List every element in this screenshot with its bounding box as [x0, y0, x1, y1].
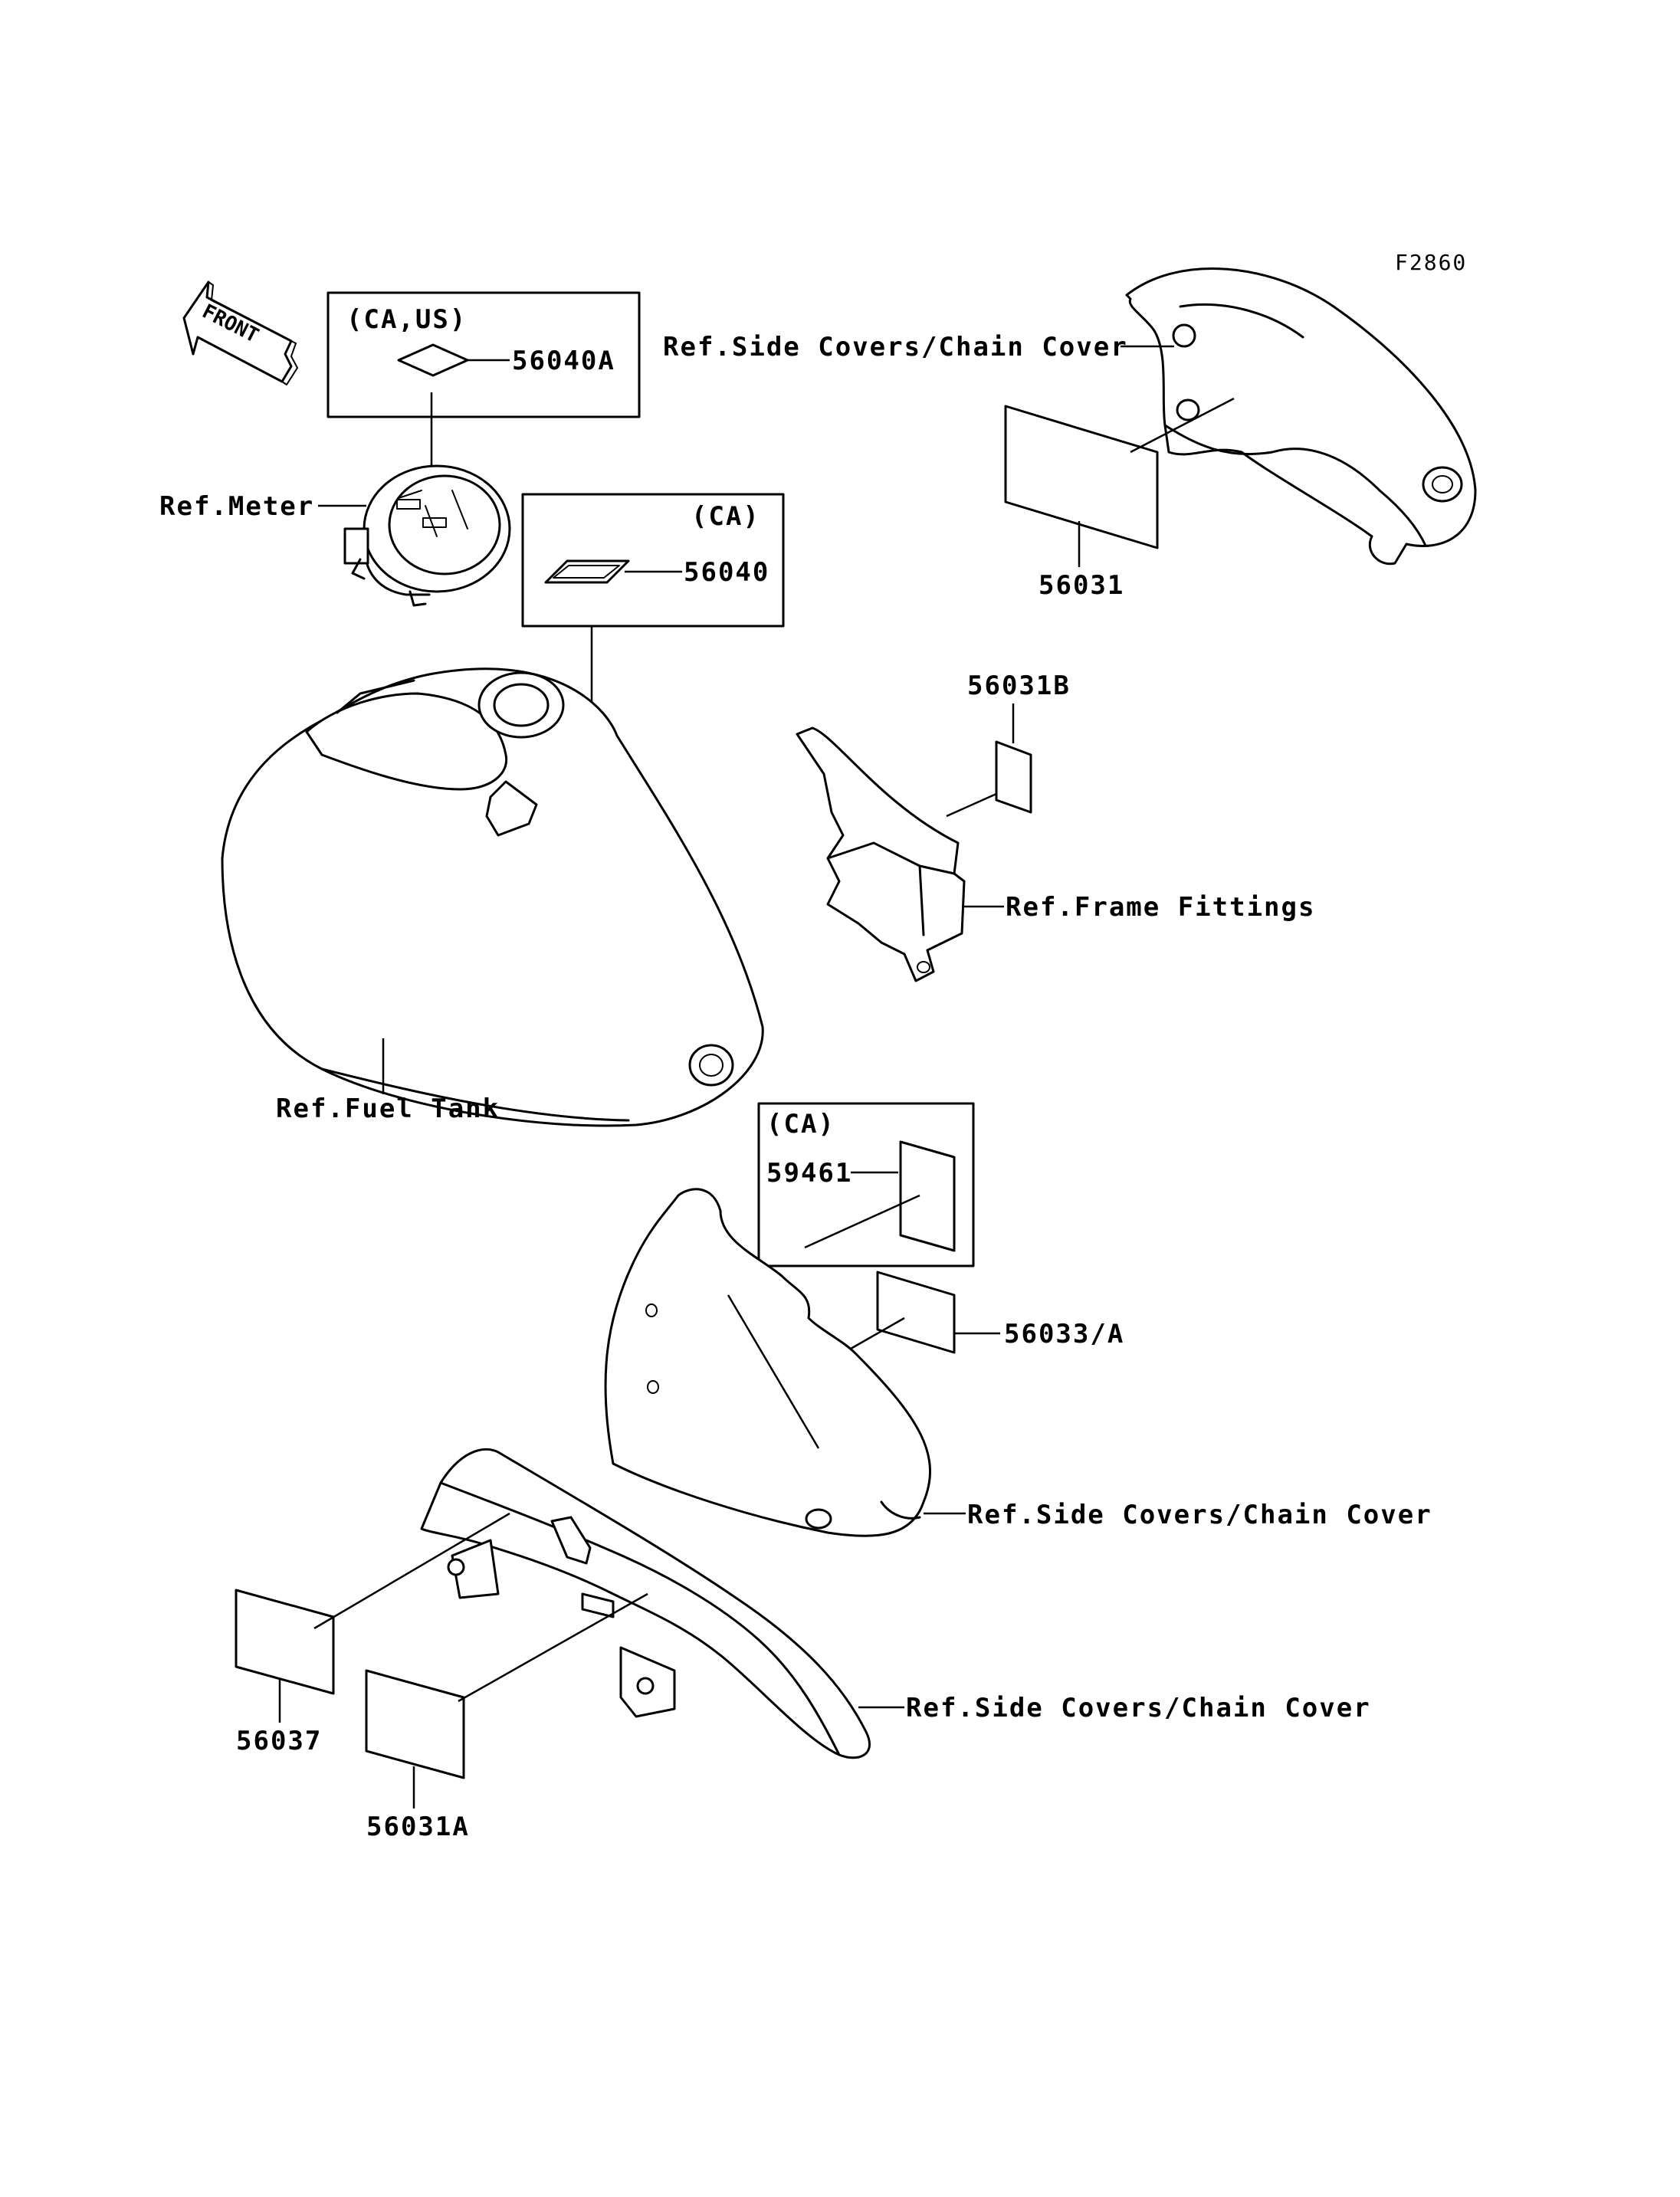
part-56031b: 56031B — [967, 671, 1071, 701]
ref-frame-fittings: Ref.Frame Fittings — [1006, 892, 1315, 923]
part-56031a: 56031A — [366, 1812, 470, 1842]
frame-fitting-illustration: 56031B Ref.Frame Fittings — [796, 671, 1315, 982]
label-box-ca-top: (CA) 56040 — [521, 493, 785, 762]
label-56033a-rect — [876, 1271, 956, 1354]
ref-side-covers-top: Ref.Side Covers/Chain Cover — [663, 332, 1128, 362]
part-56031: 56031 — [1039, 570, 1124, 601]
label-56031b-rect — [995, 740, 1032, 814]
part-59461: 59461 — [766, 1158, 852, 1189]
ref-side-covers-mid: Ref.Side Covers/Chain Cover — [967, 1500, 1432, 1530]
figure-id: F2860 — [1395, 250, 1467, 275]
label-56040-tag — [544, 559, 630, 584]
box-ca-us-title: (CA,US) — [346, 304, 467, 335]
label-box-ca-us: (CA,US) 56040A — [326, 291, 641, 475]
label-56037-rect — [235, 1589, 335, 1695]
ref-fuel-tank: Ref.Fuel Tank — [276, 1094, 500, 1124]
box-ca-top-title: (CA) — [691, 501, 760, 532]
part-56033a: 56033/A — [1004, 1319, 1124, 1349]
label-59461-rect — [899, 1140, 956, 1252]
label-box-ca-mid: (CA) 59461 — [757, 1102, 975, 1267]
side-cover-illustration: 56033/A Ref.Side Covers/Chain Cover — [604, 1188, 1432, 1537]
ref-meter: Ref.Meter — [159, 491, 314, 522]
part-56040a: 56040A — [512, 346, 615, 376]
ref-side-covers-bottom: Ref.Side Covers/Chain Cover — [906, 1693, 1371, 1723]
part-56040: 56040 — [684, 557, 769, 588]
front-direction-arrow-icon: FRONT — [182, 280, 298, 385]
box-ca-mid-title: (CA) — [766, 1109, 835, 1139]
label-56031-rect — [1004, 405, 1159, 549]
meter-illustration: Ref.Meter — [159, 464, 511, 607]
fuel-tank-illustration: Ref.Fuel Tank — [221, 667, 764, 1127]
chain-cover-top-illustration: Ref.Side Covers/Chain Cover 56031 — [663, 267, 1477, 601]
chain-cover-bottom-illustration: 56037 56031A Ref.Side Covers/Chain Cover — [235, 1448, 1371, 1842]
label-56031a-rect — [365, 1669, 465, 1779]
part-56037: 56037 — [236, 1726, 322, 1756]
label-56040a-diamond — [397, 343, 469, 377]
